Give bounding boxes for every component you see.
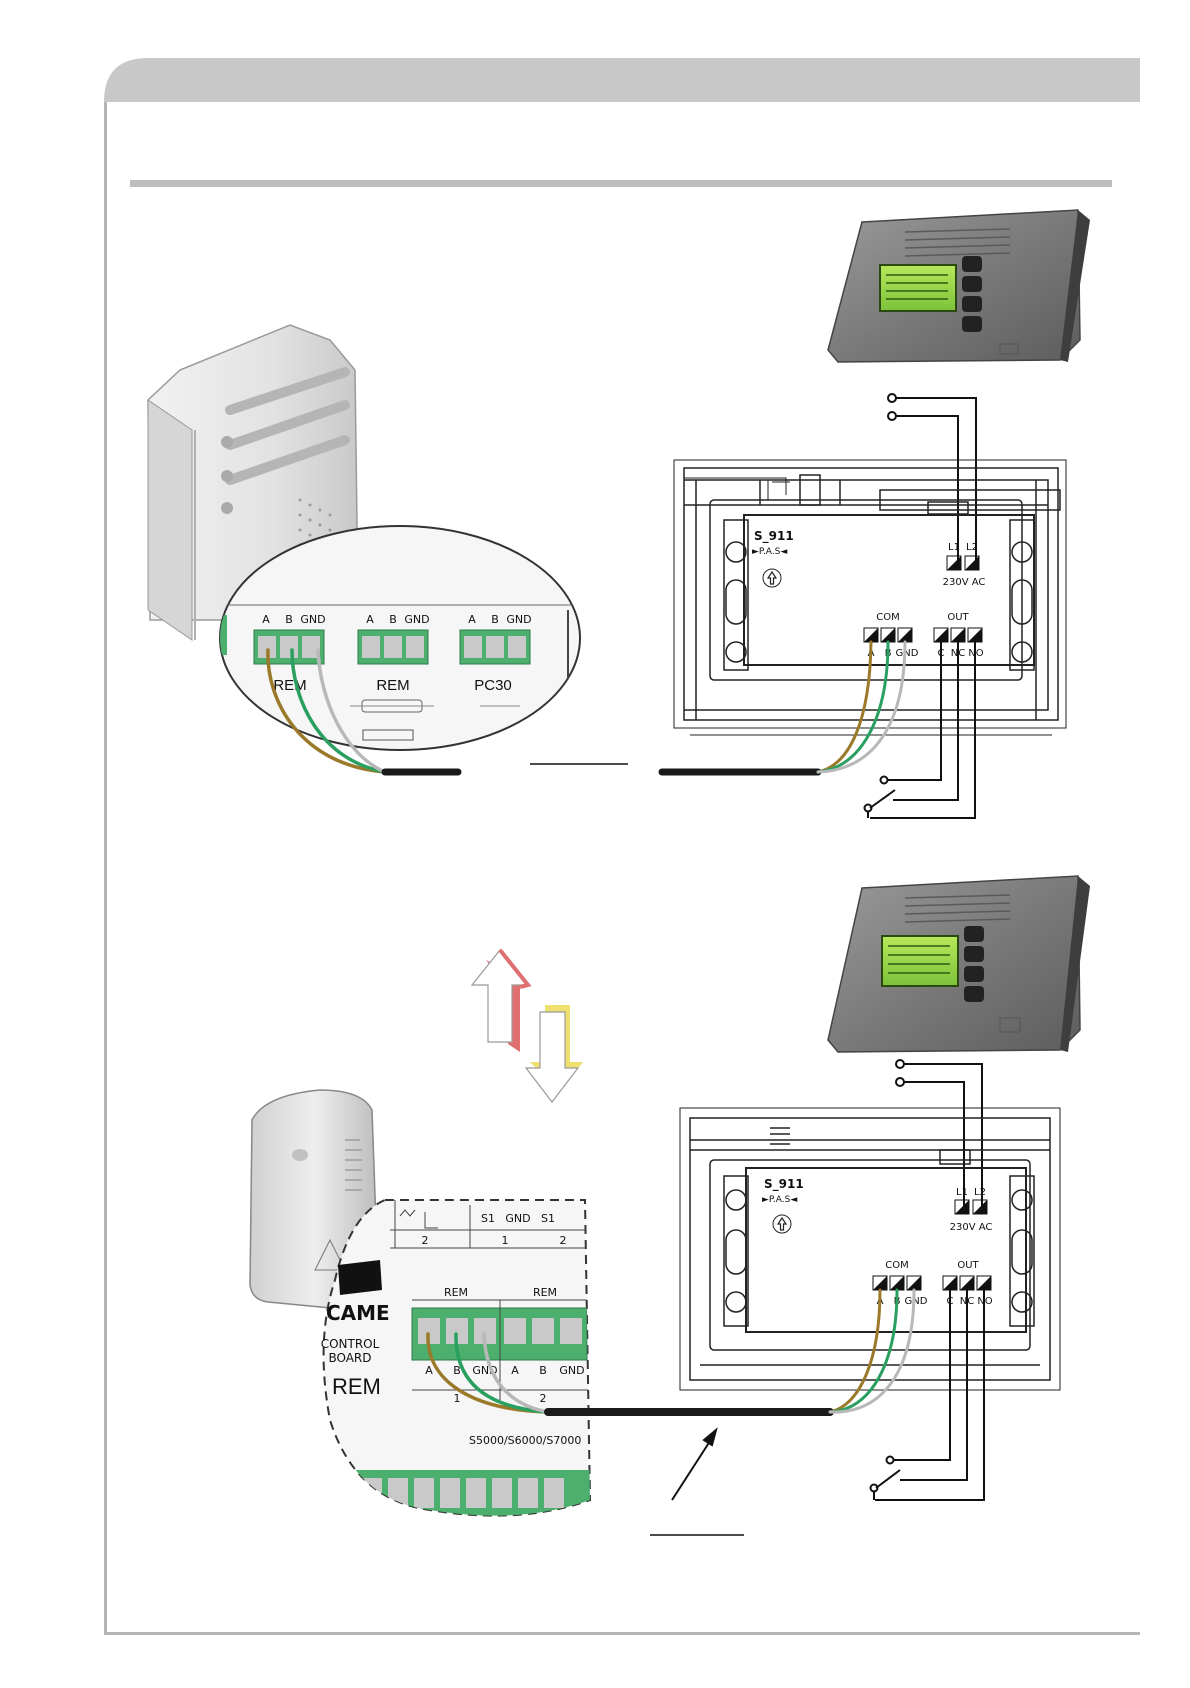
power-l2-label-1: L2: [966, 542, 978, 553]
top-terminal-num-2a: 2: [422, 1234, 429, 1247]
power-terminals-1: [947, 556, 979, 570]
pin-label-pc30-gnd: GND: [506, 613, 531, 626]
module-name-1: S_911: [754, 529, 794, 544]
data-up-arrow-icon: [472, 950, 530, 1052]
module-name-2: S_911: [764, 1177, 804, 1192]
page-header-band: [104, 58, 1140, 102]
top-terminal-num-1: 1: [502, 1234, 509, 1247]
power-l2-label-2: L2: [974, 1187, 986, 1198]
pin2-b-2: B: [539, 1364, 547, 1377]
terminal-label-rem-1: REM: [273, 677, 306, 694]
display-keypad-unit-2: [828, 876, 1090, 1052]
top-terminal-num-2b: 2: [560, 1234, 567, 1247]
upload-arrow-icon: [763, 569, 781, 587]
module-sub-1: ►P.A.S◄: [752, 547, 787, 557]
pin-label-rem1-a: A: [262, 613, 270, 626]
com-out-terminals-2: [873, 1276, 991, 1290]
board-label-line2: BOARD: [328, 1351, 371, 1365]
pin-label-rem2-b: B: [389, 613, 397, 626]
pin-label-rem1-b: B: [285, 613, 293, 626]
out-pin-no-2: NO: [977, 1296, 992, 1307]
power-voltage-label-1: 230V AC: [943, 577, 986, 588]
top-terminal-gnd: GND: [505, 1212, 530, 1225]
com-out-terminals-1: [864, 628, 982, 642]
power-feed-wires-2: [896, 1060, 982, 1206]
pin2-a-1: A: [425, 1364, 433, 1377]
com-pin-gnd-1: GND: [896, 648, 919, 659]
com-label-1: COM: [876, 612, 899, 623]
s911-module-enclosure-2: [680, 1108, 1060, 1390]
upload-arrow-icon: [773, 1215, 791, 1233]
section-divider: [130, 180, 1112, 187]
terminal-block-pc30: [460, 630, 530, 664]
board-model-label: REM: [332, 1374, 381, 1399]
pin-group-label-2: 2: [540, 1392, 547, 1405]
module-sub-2: ►P.A.S◄: [762, 1195, 797, 1205]
output-contact-wires-1: [865, 642, 976, 818]
top-terminal-s1b: S1: [541, 1212, 555, 1225]
pin-label-rem1-gnd: GND: [300, 613, 325, 626]
out-label-2: OUT: [957, 1260, 979, 1271]
pin2-a-2: A: [511, 1364, 519, 1377]
power-feed-wires-1: [888, 394, 976, 562]
pin-label-rem2-gnd: GND: [404, 613, 429, 626]
page-bottom-border: [104, 1632, 1140, 1635]
com-label-2: COM: [885, 1260, 908, 1271]
terminal-block-rem-2: [358, 630, 428, 664]
top-terminal-s1: S1: [481, 1212, 495, 1225]
display-keypad-unit-1: [828, 210, 1090, 362]
rem-group-label-2: REM: [533, 1286, 557, 1299]
out-label-1: OUT: [947, 612, 969, 623]
pin-label-pc30-b: B: [491, 613, 499, 626]
out-pin-no-1: NO: [968, 648, 983, 659]
board-series-label: S5000/S6000/S7000: [469, 1434, 581, 1447]
terminal-block-rem-1: [254, 630, 324, 664]
pin-label-rem2-a: A: [366, 613, 374, 626]
power-l1-label-2: L1: [956, 1187, 968, 1198]
terminal-label-rem-2: REM: [376, 677, 409, 694]
module-notch-1: [684, 478, 790, 500]
s911-module-enclosure-1: [674, 460, 1066, 735]
rem-group-label-1: REM: [444, 1286, 468, 1299]
pin-label-pc30-a: A: [468, 613, 476, 626]
brand-logo-text: CAME: [326, 1301, 390, 1325]
power-l1-label-1: L1: [948, 542, 960, 553]
terminal-label-pc30: PC30: [474, 677, 512, 694]
rs485-wires-module-2: [830, 1290, 914, 1412]
pin2-gnd-2: GND: [559, 1364, 584, 1377]
came-logo-mark: [338, 1260, 382, 1295]
rs485-wires-module-1: [818, 642, 905, 772]
com-pin-gnd-2: GND: [905, 1296, 928, 1307]
page-left-border: [104, 102, 107, 1634]
cable-pointer-arrow: [672, 1430, 716, 1500]
power-voltage-label-2: 230V AC: [950, 1222, 993, 1233]
board-label-line1: CONTROL: [321, 1337, 380, 1351]
output-contact-wires-2: [871, 1290, 985, 1500]
pin-group-label-1: 1: [454, 1392, 461, 1405]
data-down-arrow-icon: [526, 1005, 583, 1102]
